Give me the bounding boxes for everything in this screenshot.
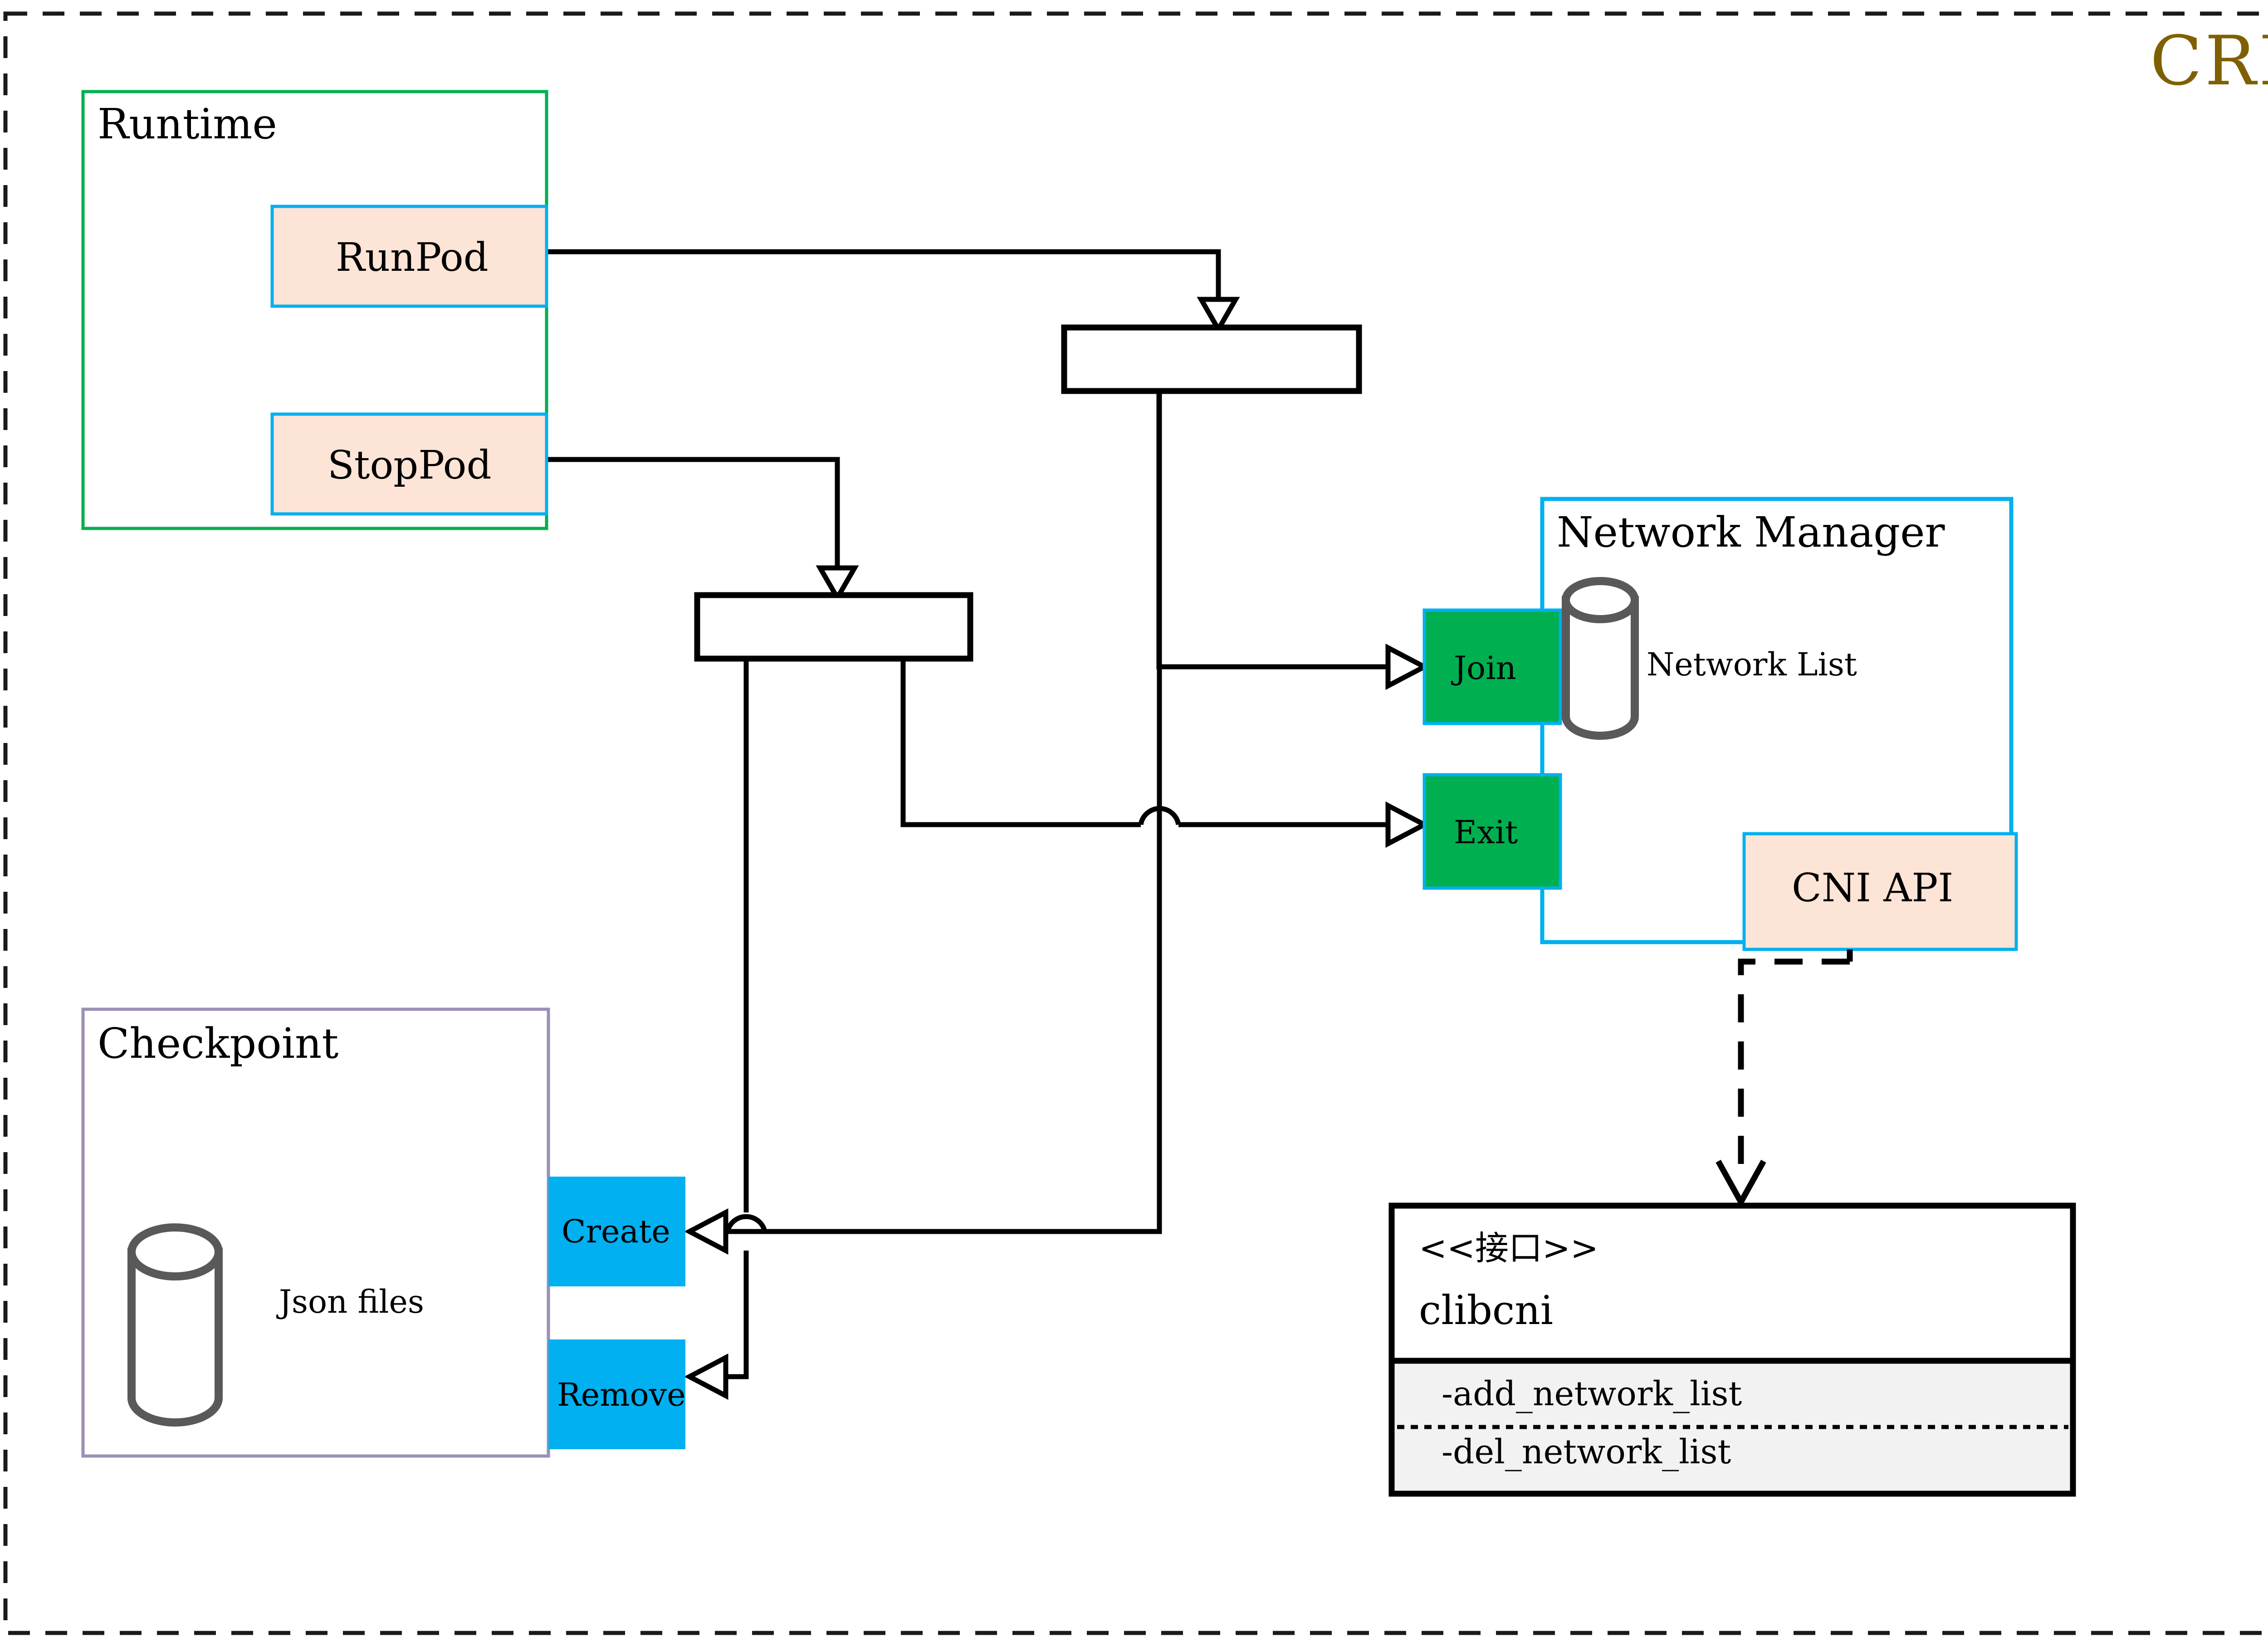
arrowhead-clibcni-realization	[1716, 1159, 1766, 1208]
datastore-network-list-icon	[1562, 577, 1639, 740]
canvas-border	[3, 11, 2268, 1635]
arrowhead-fork-lower	[816, 565, 859, 603]
interface-name: clibcni	[1419, 1287, 1554, 1334]
group-title-checkpoint: Checkpoint	[98, 1019, 339, 1068]
node-runpod-box[interactable]	[270, 205, 548, 308]
connector-stoppod-to-fork	[547, 457, 840, 568]
arrowhead-exit	[1385, 801, 1430, 848]
node-label-runpod[interactable]: RunPod	[336, 235, 489, 280]
arrowhead-remove	[684, 1353, 728, 1400]
connector-fork-lower-to-remove-b	[726, 1251, 749, 1379]
connector-runpod-to-fork	[547, 249, 1221, 299]
junction-fork-lower-box[interactable]	[694, 592, 973, 662]
connector-fork-upper-to-create	[726, 391, 1162, 1234]
node-stoppod-box[interactable]	[270, 412, 548, 516]
page-title: CRI	[2150, 22, 2268, 101]
interface-stereotype: <<接口>>	[1419, 1229, 1599, 1268]
junction-fork-upper-box[interactable]	[1061, 324, 1362, 394]
group-title-network-manager: Network Manager	[1557, 508, 1945, 557]
node-label-remove[interactable]: Remove	[557, 1376, 686, 1413]
datastore-label-network-list: Network List	[1647, 646, 1857, 683]
connector-fork-upper-to-join	[1156, 391, 1388, 670]
connector-fork-lower-to-exit	[900, 659, 1141, 827]
interface-method-del: -del_network_list	[1442, 1432, 1731, 1471]
arrowhead-join	[1385, 643, 1430, 690]
group-title-runtime: Runtime	[98, 100, 277, 148]
node-label-stoppod[interactable]: StopPod	[327, 443, 492, 488]
arrowhead-create	[684, 1208, 728, 1255]
interface-clibcni-outline	[1388, 1202, 2076, 1497]
node-label-exit[interactable]: Exit	[1454, 814, 1518, 851]
node-cni-api-box[interactable]	[1742, 832, 2018, 951]
connector-cni-api-to-clibcni	[1738, 958, 1850, 1179]
node-label-cni-api[interactable]: CNI API	[1792, 865, 1954, 911]
node-remove-box[interactable]	[548, 1339, 685, 1449]
connector-fork-lower-to-exit-hop	[1138, 806, 1181, 826]
interface-method-add: -add_network_list	[1442, 1374, 1742, 1413]
node-label-join[interactable]: Join	[1454, 650, 1516, 687]
node-label-create[interactable]: Create	[562, 1213, 670, 1250]
node-create-box[interactable]	[548, 1177, 685, 1286]
datastore-json-files-icon	[127, 1223, 223, 1427]
node-join-box[interactable]	[1422, 608, 1562, 725]
arrowhead-fork-upper	[1197, 297, 1240, 335]
datastore-label-json-files: Json files	[279, 1283, 424, 1320]
connector-fork-lower-to-remove-hop	[725, 1214, 767, 1232]
node-exit-box[interactable]	[1422, 773, 1562, 890]
